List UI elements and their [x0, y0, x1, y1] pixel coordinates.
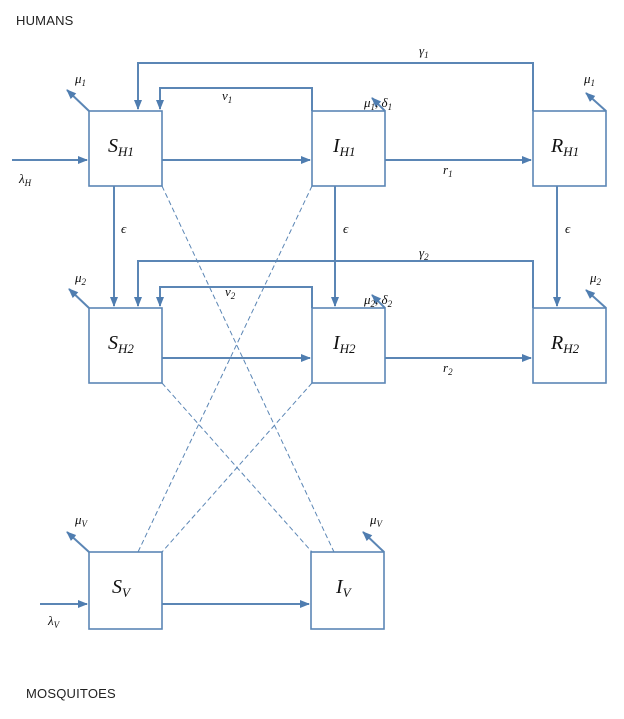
- rate-mu2-delta2: μ2, δ2: [363, 292, 393, 309]
- rate-gamma1: γ1: [419, 43, 429, 60]
- rate-eps-r: ϵ: [565, 221, 571, 236]
- arrow-death-sv: [66, 531, 90, 553]
- rate-muv-sv: μV: [74, 512, 89, 529]
- rate-muv-iv: μV: [369, 512, 384, 529]
- rate-r1: r1: [443, 162, 453, 179]
- contact-line-sh1-iv: [161, 185, 335, 553]
- arrow-ih2-sh2-nu2: [156, 286, 313, 308]
- mosquitoes-label: MOSQUITOES: [26, 686, 116, 701]
- box-iv: [310, 551, 385, 630]
- arrow-rh1-sh1-gamma1: [134, 62, 534, 111]
- node-sv: SV: [112, 576, 132, 600]
- rate-nu1: ν1: [222, 88, 232, 105]
- rate-mu2-rh2: μ2: [589, 270, 602, 287]
- rate-mu1-sh1: μ1: [74, 71, 86, 88]
- node-sh1: SH1: [108, 135, 134, 159]
- rate-lambda-h: λH: [18, 171, 32, 188]
- node-ih1: IH1: [332, 135, 356, 159]
- rate-mu2-sh2: μ2: [74, 270, 87, 287]
- arrow-death-ih1: [371, 97, 386, 112]
- arrow-death-sh2: [68, 288, 90, 309]
- arrow-death-rh1: [585, 92, 607, 112]
- rate-lambda-v: λV: [47, 613, 61, 630]
- arrow-death-sh1: [66, 89, 90, 112]
- humans-label: HUMANS: [16, 13, 74, 28]
- rate-mu1-delta1: μ1, δ1: [363, 95, 392, 112]
- box-sh1: [88, 110, 163, 187]
- contact-line-ih2-sv: [161, 382, 313, 553]
- box-rh2: [532, 307, 607, 384]
- arrow-death-rh2: [585, 289, 607, 309]
- node-ih2: IH2: [332, 332, 356, 356]
- rate-nu2: ν2: [225, 284, 236, 301]
- arrow-rh2-sh2-gamma2: [134, 260, 534, 308]
- rate-eps-s: ϵ: [121, 221, 127, 236]
- arrow-death-iv: [362, 531, 385, 553]
- node-iv: IV: [335, 576, 353, 600]
- box-sv: [88, 551, 163, 630]
- rate-eps-i: ϵ: [343, 221, 349, 236]
- box-rh1: [532, 110, 607, 187]
- rate-mu1-rh1: μ1: [583, 71, 595, 88]
- arrow-death-ih2: [371, 294, 386, 309]
- box-ih1: [311, 110, 386, 187]
- contact-line-ih1-sv: [137, 185, 313, 553]
- node-sh2: SH2: [108, 332, 134, 356]
- rate-r2: r2: [443, 360, 453, 377]
- box-sh2: [88, 307, 163, 384]
- arrow-ih1-sh1-nu1: [156, 87, 313, 111]
- node-rh1: RH1: [550, 135, 579, 159]
- box-ih2: [311, 307, 386, 384]
- node-rh2: RH2: [550, 332, 580, 356]
- rate-gamma2: γ2: [419, 245, 429, 262]
